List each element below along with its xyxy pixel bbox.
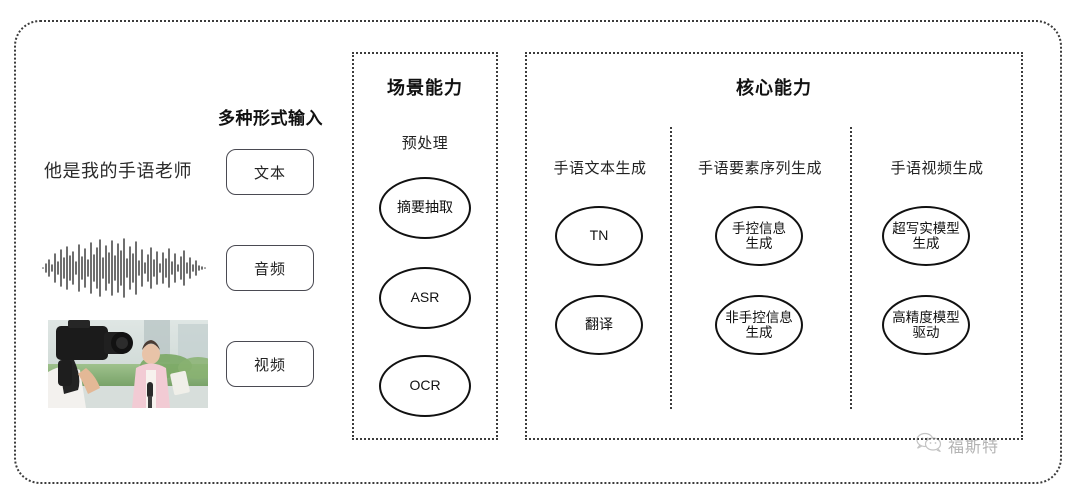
- core-node-photoreal-model-line1: 超写实模型: [892, 220, 960, 236]
- scene-group-label: 预处理: [401, 135, 449, 152]
- core-node-photoreal-model[interactable]: 超写实模型 生成: [882, 206, 970, 266]
- core-node-nonmanual-info-line1: 非手控信息: [725, 309, 793, 325]
- audio-waveform-icon: [40, 238, 212, 298]
- core-node-translate-label: 翻译: [585, 316, 613, 333]
- scene-node-asr[interactable]: ASR: [379, 267, 471, 329]
- modality-chip-text[interactable]: 文本: [226, 149, 314, 195]
- scene-panel-title: 场景能力: [387, 78, 463, 98]
- core-node-highprecision-model-line1: 高精度模型: [892, 309, 960, 325]
- scene-node-summary-label: 摘要抽取: [397, 199, 453, 216]
- core-column-2-header: 手语要素序列生成: [697, 160, 822, 177]
- watermark: 福斯特: [916, 432, 999, 457]
- modality-chip-audio[interactable]: 音频: [226, 245, 314, 291]
- video-thumbnail: [48, 320, 208, 408]
- scene-capability-panel: 场景能力 预处理 摘要抽取 ASR OCR: [352, 52, 498, 440]
- scene-node-ocr[interactable]: OCR: [379, 355, 471, 417]
- core-column-divider-2: [850, 127, 852, 409]
- input-section-heading: 多种形式输入: [218, 109, 323, 128]
- core-node-highprecision-model-line2: 驱动: [912, 325, 940, 340]
- watermark-text: 福斯特: [948, 438, 1000, 456]
- core-node-manual-info[interactable]: 手控信息 生成: [715, 206, 803, 266]
- core-node-nonmanual-info-line2: 生成: [745, 325, 773, 340]
- scene-node-ocr-label: OCR: [409, 377, 441, 394]
- modality-chip-video[interactable]: 视频: [226, 341, 314, 387]
- core-column-3-header: 手语视频生成: [890, 160, 984, 177]
- core-node-manual-info-line1: 手控信息: [732, 220, 786, 236]
- core-node-manual-info-line2: 生成: [745, 236, 773, 251]
- core-node-tn-label: TN: [589, 227, 609, 244]
- core-node-tn[interactable]: TN: [555, 206, 643, 266]
- core-node-translate[interactable]: 翻译: [555, 295, 643, 355]
- scene-node-summary[interactable]: 摘要抽取: [379, 177, 471, 239]
- core-column-1-header: 手语文本生成: [553, 160, 647, 177]
- wechat-icon: [916, 432, 942, 457]
- scene-node-asr-label: ASR: [410, 289, 440, 306]
- core-node-photoreal-model-line2: 生成: [912, 236, 940, 251]
- core-panel-title: 核心能力: [736, 78, 812, 98]
- sample-sentence-text: 他是我的手语老师: [44, 161, 192, 181]
- core-column-divider-1: [670, 127, 672, 409]
- core-capability-panel: 核心能力 手语文本生成 TN 翻译 手语要素序列生成 手控信息 生成 非手控信息…: [525, 52, 1023, 440]
- core-node-nonmanual-info[interactable]: 非手控信息 生成: [715, 295, 803, 355]
- outer-frame: [14, 20, 1062, 484]
- core-node-highprecision-model[interactable]: 高精度模型 驱动: [882, 295, 970, 355]
